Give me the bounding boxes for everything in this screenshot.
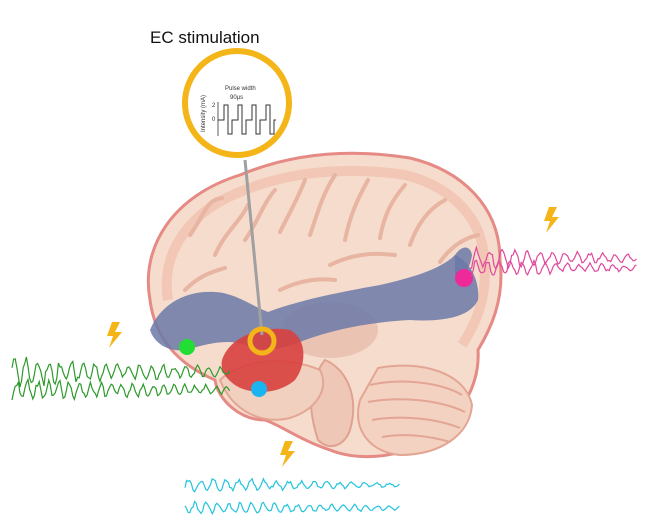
inset-pulse-label: Pulse width [225,86,256,92]
green-eeg-trace [11,356,231,388]
magenta-eeg-trace [469,258,637,277]
stimulation-site [247,326,277,356]
cyan-eeg-trace [184,477,400,493]
cyan-recording-site [251,381,267,397]
stimulation-inset: Intensity (mA) Pulse width 90µs 2 0 [182,48,292,158]
gyri [183,173,480,292]
lightning-icon [280,441,295,467]
inset-pulse-value: 90µs [230,95,243,101]
inset-circle [182,48,292,158]
green-recording-site [179,339,195,355]
pulse-train [218,104,276,135]
cortex-ribbon [161,165,490,348]
lightning-icon [107,322,122,348]
cerebellum [357,364,474,457]
lightning-icon [544,207,559,233]
magenta-recording-site [455,269,473,287]
figure-title: EC stimulation [150,28,260,47]
hippocampus [221,328,304,392]
cyan-eeg-trace [184,500,400,516]
stimulation-electrode [243,159,264,336]
eeg-traces [11,245,637,516]
inset-y-axis-label: Intensity (mA) [201,95,207,132]
lightning-icons [107,207,559,467]
lateral-ventricle [150,255,479,351]
ventricle-horn [455,247,472,277]
green-eeg-trace [11,377,231,402]
inset-tick-zero: 0 [212,117,216,123]
inset-tick-top: 2 [212,103,216,109]
